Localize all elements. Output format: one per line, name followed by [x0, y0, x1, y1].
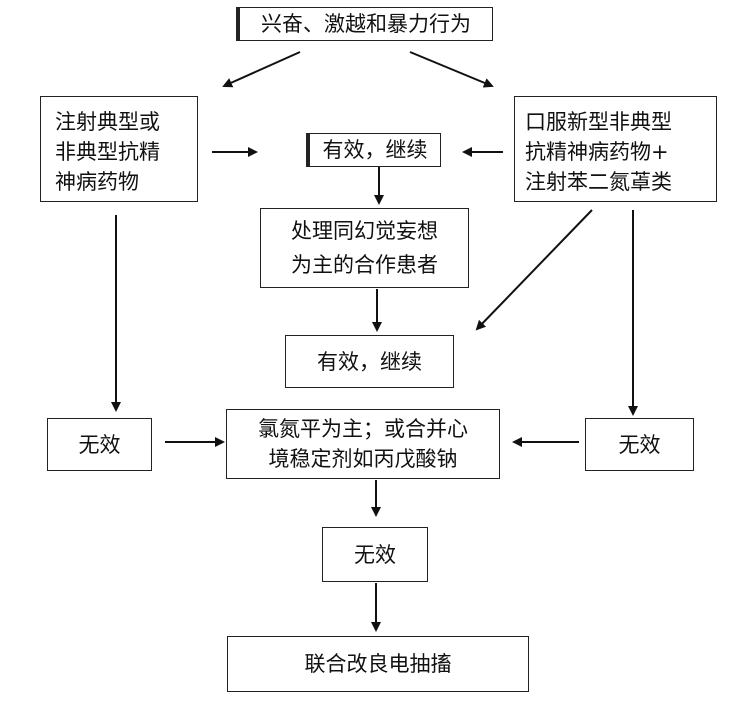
node-ineffective-bottom: 无效	[322, 527, 428, 582]
node-oral-antipsychotics: 口服新型非典型 抗精神病药物+ 注射苯二氮䓬类	[514, 96, 717, 202]
node-agitation-text: 兴奋、激越和暴力行为	[261, 12, 471, 36]
node-oral-line-1: 口服新型非典型	[525, 110, 672, 134]
node-ineffective-bottom-text: 无效	[354, 542, 396, 567]
arrow-top-to-left	[222, 51, 301, 88]
node-cooperative-line-2: 为主的合作患者	[291, 253, 438, 277]
node-effective-continue-1: 有效，继续	[306, 133, 441, 167]
node-agitation: 兴奋、激越和暴力行为	[236, 7, 493, 41]
node-combined-ect: 联合改良电抽搐	[227, 636, 529, 692]
node-oral-line-3: 注射苯二氮䓬类	[525, 170, 672, 194]
node-effective-continue-2: 有效，继续	[285, 335, 454, 388]
node-ineffective-right: 无效	[585, 418, 694, 471]
node-clozapine: 氯氮平为主；或合并心 境稳定剂如丙戊酸钠	[226, 409, 500, 479]
arrow-top-to-right	[409, 51, 494, 88]
node-ect-text: 联合改良电抽搐	[304, 652, 452, 676]
node-ineffective-right-text: 无效	[618, 432, 661, 457]
node-ineffective-left-text: 无效	[78, 432, 121, 457]
node-injection-antipsychotics: 注射典型或 非典型抗精 神病药物	[40, 96, 198, 202]
node-injection-line-1: 注射典型或	[55, 110, 160, 134]
node-ineffective-left: 无效	[47, 418, 152, 471]
node-effective-2-text: 有效，继续	[317, 349, 422, 374]
node-injection-line-2: 非典型抗精	[55, 140, 160, 164]
node-cooperative-line-1: 处理同幻觉妄想	[291, 219, 438, 243]
node-oral-line-2: 抗精神病药物+	[525, 140, 669, 164]
node-clozapine-line-2: 境稳定剂如丙戊酸钠	[268, 447, 458, 471]
arrow-right-to-effective2	[475, 209, 593, 331]
node-clozapine-line-1: 氯氮平为主；或合并心	[258, 417, 468, 441]
node-injection-line-3: 神病药物	[55, 170, 139, 194]
node-cooperative-patient: 处理同幻觉妄想 为主的合作患者	[260, 208, 469, 288]
node-effective-1-text: 有效，继续	[322, 138, 428, 162]
